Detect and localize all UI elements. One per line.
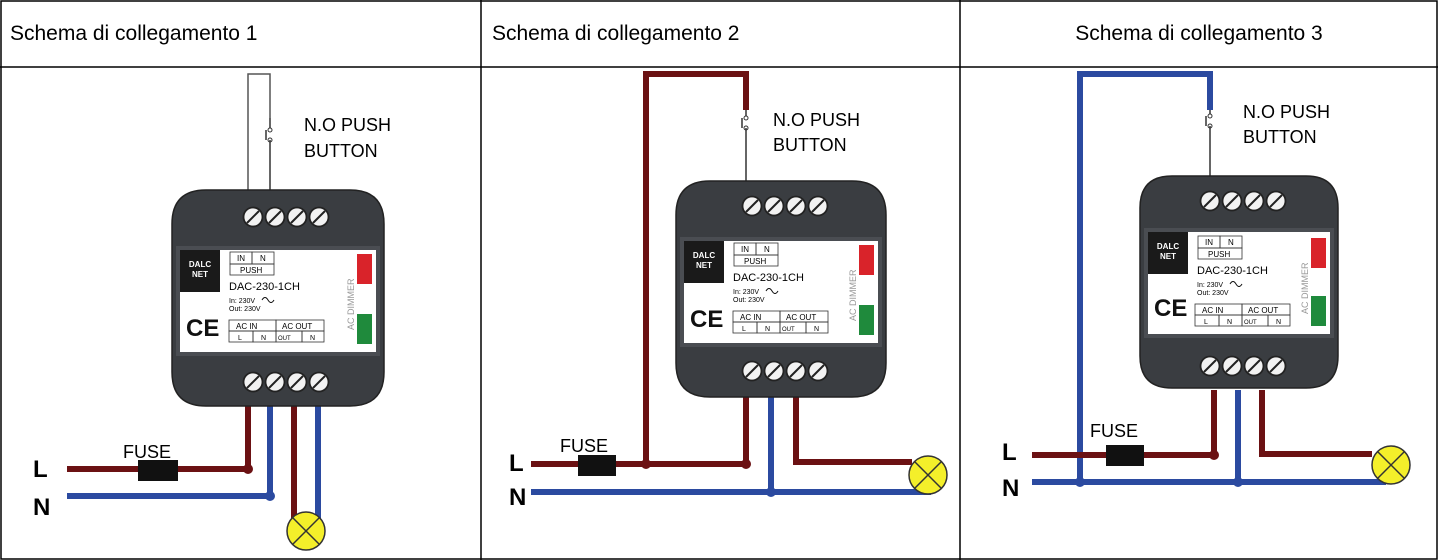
svg-text:N: N (765, 326, 770, 333)
svg-text:PUSH: PUSH (1208, 250, 1230, 259)
scheme-1-l-label: L (33, 456, 48, 483)
scheme-3-diagram: N.O PUSH BUTTON FUSE L N DALC NET (1002, 71, 1411, 502)
svg-text:OUT: OUT (1244, 320, 1257, 326)
scheme-3-push-button-icon (1205, 110, 1213, 176)
svg-text:In: 230V: In: 230V (229, 298, 255, 305)
svg-text:AC DIMMER: AC DIMMER (1300, 262, 1310, 314)
scheme-1-push-label-2: BUTTON (304, 141, 378, 161)
svg-text:Out: 230V: Out: 230V (733, 297, 765, 304)
svg-text:PUSH: PUSH (744, 257, 766, 266)
svg-text:DAC-230-1CH: DAC-230-1CH (733, 272, 804, 284)
scheme-1-n-label: N (33, 494, 50, 521)
scheme-3-push-label-2: BUTTON (1243, 127, 1317, 147)
scheme-1-junction-n (265, 491, 275, 501)
svg-text:IN: IN (237, 254, 245, 263)
scheme-3-device: DALC NET CE IN N PUSH DAC-230-1CH In: 23… (1139, 175, 1339, 389)
scheme-1-junction-l (243, 464, 253, 474)
scheme-1-fuse-label: FUSE (123, 442, 171, 462)
svg-text:IN: IN (1205, 238, 1213, 247)
scheme-2-push-label-2: BUTTON (773, 135, 847, 155)
svg-text:N: N (310, 335, 315, 342)
scheme-2-out-wire (793, 397, 912, 465)
scheme-3-junction-n1 (1233, 477, 1243, 487)
scheme-1-device: DALC NET CE IN N PUSH DAC-230-1CH In: 23… (171, 189, 385, 407)
header-scheme-1: Schema di collegamento 1 (10, 21, 258, 45)
svg-text:CE: CE (186, 315, 219, 342)
svg-text:N: N (1227, 319, 1232, 326)
scheme-3-l-label: L (1002, 439, 1017, 466)
svg-text:DAC-230-1CH: DAC-230-1CH (229, 281, 300, 293)
scheme-3-out-wire (1259, 390, 1372, 457)
svg-text:AC OUT: AC OUT (1248, 306, 1278, 315)
svg-text:OUT: OUT (278, 336, 291, 342)
svg-text:L: L (742, 326, 746, 333)
svg-text:NET: NET (696, 261, 712, 270)
svg-text:Out: 230V: Out: 230V (229, 306, 261, 313)
scheme-3-fuse (1106, 445, 1144, 466)
svg-text:CE: CE (1154, 295, 1187, 322)
scheme-1-push-label-1: N.O PUSH (304, 115, 391, 135)
svg-text:In: 230V: In: 230V (1197, 282, 1223, 289)
svg-text:DAC-230-1CH: DAC-230-1CH (1197, 265, 1268, 277)
svg-text:AC IN: AC IN (1202, 306, 1224, 315)
svg-text:OUT: OUT (782, 327, 795, 333)
svg-text:In: 230V: In: 230V (733, 289, 759, 296)
svg-text:AC IN: AC IN (740, 313, 762, 322)
svg-text:AC DIMMER: AC DIMMER (848, 269, 858, 321)
svg-text:CE: CE (690, 306, 723, 333)
header-scheme-3: Schema di collegamento 3 (1075, 21, 1323, 45)
scheme-3-lamp-icon (1371, 445, 1411, 485)
scheme-2-l-label: L (509, 450, 524, 477)
svg-text:PUSH: PUSH (240, 266, 262, 275)
scheme-2-in-wire (646, 397, 749, 467)
svg-text:DALC: DALC (1157, 242, 1179, 251)
scheme-2-device: DALC NET CE IN N PUSH DAC-230-1CH In: 23… (675, 180, 887, 398)
svg-text:N: N (1276, 319, 1281, 326)
svg-text:AC OUT: AC OUT (786, 313, 816, 322)
svg-text:AC OUT: AC OUT (282, 322, 312, 331)
scheme-3-junction-l (1209, 450, 1219, 460)
svg-text:DALC: DALC (693, 251, 715, 260)
scheme-2-junction-n (766, 487, 776, 497)
scheme-2-junction-l1 (641, 459, 651, 469)
scheme-1-push-button-icon (265, 118, 273, 190)
svg-text:IN: IN (741, 245, 749, 254)
scheme-2-push-button-icon (741, 110, 749, 181)
scheme-3-n-label: N (1002, 475, 1019, 502)
scheme-3-button-wire (1077, 71, 1213, 482)
svg-text:N: N (764, 245, 770, 254)
svg-text:NET: NET (192, 270, 208, 279)
svg-text:AC DIMMER: AC DIMMER (346, 278, 356, 330)
scheme-2-fuse-label: FUSE (560, 436, 608, 456)
svg-text:N: N (260, 254, 266, 263)
svg-text:N: N (1228, 238, 1234, 247)
scheme-3-push-label-1: N.O PUSH (1243, 102, 1330, 122)
scheme-2-junction-l2 (741, 459, 751, 469)
scheme-2-n-label: N (509, 484, 526, 511)
svg-text:Out: 230V: Out: 230V (1197, 290, 1229, 297)
svg-text:L: L (238, 335, 242, 342)
scheme-1-lamp-icon (286, 511, 326, 551)
svg-text:AC IN: AC IN (236, 322, 258, 331)
svg-text:DALC: DALC (189, 260, 211, 269)
svg-text:NET: NET (1160, 252, 1176, 261)
svg-text:N: N (814, 326, 819, 333)
scheme-2-push-label-1: N.O PUSH (773, 110, 860, 130)
scheme-1-button-wire (247, 73, 271, 190)
scheme-1-diagram: N.O PUSH BUTTON FUSE L N DALC (33, 73, 391, 551)
scheme-2-fuse (578, 455, 616, 476)
header-scheme-2: Schema di collegamento 2 (492, 21, 740, 45)
svg-text:L: L (1204, 319, 1208, 326)
scheme-2-lamp-icon (908, 455, 948, 495)
scheme-1-fuse (138, 460, 178, 481)
scheme-3-junction-n2 (1075, 477, 1085, 487)
scheme-2-diagram: N.O PUSH BUTTON FUSE L N DALC (509, 71, 948, 511)
svg-text:N: N (261, 335, 266, 342)
scheme-3-fuse-label: FUSE (1090, 421, 1138, 441)
